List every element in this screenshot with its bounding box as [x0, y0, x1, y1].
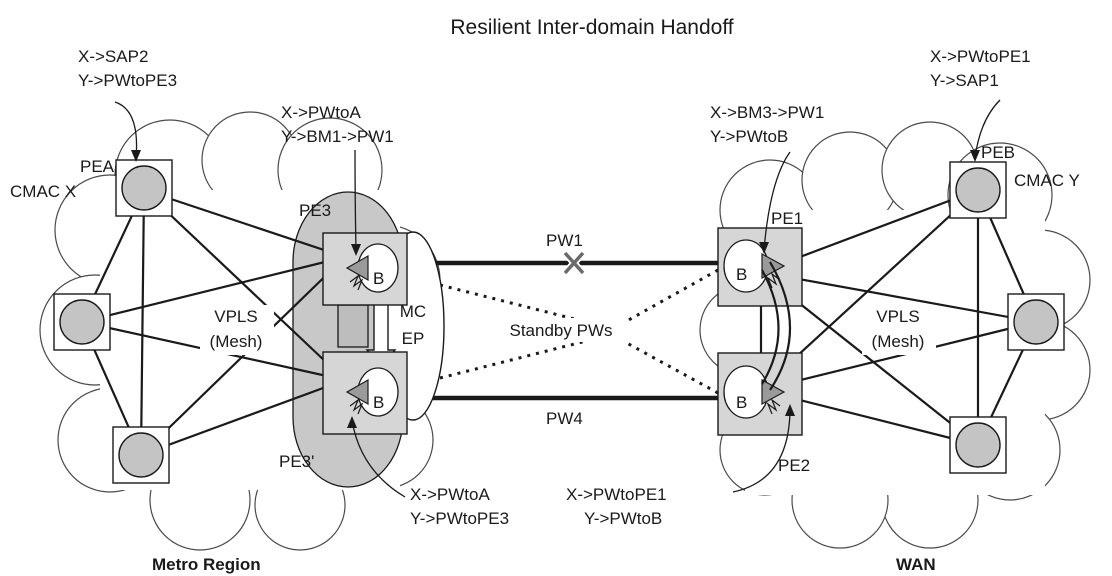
fib-pea-x: X->SAP2: [78, 47, 148, 66]
ce-peb: [949, 161, 1007, 219]
fib-pe1-x: X->BM3->PW1: [710, 103, 824, 122]
ce-left-middle: [53, 293, 111, 351]
metro-vpls-label: VPLS: [214, 307, 257, 326]
pea-label: PEA: [80, 157, 115, 176]
ce-pea: [115, 159, 173, 217]
pe3-b-label: B: [373, 269, 384, 288]
pe2-node: [717, 352, 803, 436]
pe2-b-label: B: [736, 393, 747, 412]
cmac-y-label: CMAC Y: [1014, 171, 1080, 190]
peb-label: PEB: [981, 143, 1015, 162]
fib-pe1-y: Y->PWtoB: [710, 127, 788, 146]
fib-pe3p-x: X->PWtoA: [410, 485, 490, 504]
standby-pw-2: [439, 333, 611, 380]
ce-left-bottom: [112, 426, 170, 484]
pe3-label: PE3: [299, 201, 331, 220]
pe3p-label: PE3': [279, 452, 314, 471]
pe3p-b-label: B: [373, 393, 384, 412]
pe3-pe3p-link: [337, 304, 369, 348]
fib-pea-y: Y->PWtoPE3: [78, 71, 177, 90]
ep-label: EP: [402, 329, 425, 348]
fib-peb-y: Y->SAP1: [930, 71, 999, 90]
metro-mesh-label: (Mesh): [210, 332, 263, 351]
fib-pe3-x: X->PWtoA: [281, 103, 361, 122]
pw1-failure-x-icon: [562, 250, 586, 276]
pe1-node: [717, 227, 803, 307]
ce-right-bottom: [949, 416, 1007, 474]
fib-pe2-x: X->PWtoPE1: [566, 485, 667, 504]
ce-right-middle: [1007, 293, 1065, 351]
diagram-title: Resilient Inter-domain Handoff: [450, 16, 733, 39]
mc-label: MC: [400, 302, 426, 321]
standby-pws-label: Standby PWs: [510, 321, 613, 340]
pe3-node: [322, 232, 408, 306]
wan-region-label: WAN: [896, 555, 936, 574]
fib-pe2-y: Y->PWtoB: [584, 509, 662, 528]
fib-pe3-y: Y->BM1->PW1: [281, 127, 394, 146]
cmac-x-label: CMAC X: [10, 182, 76, 201]
annotation-arrows: [114, 99, 1001, 498]
fib-peb-x: X->PWtoPE1: [930, 47, 1031, 66]
wan-arc-2: [761, 269, 780, 385]
pw1-label: PW1: [546, 231, 583, 250]
wan-arc-1: [769, 261, 792, 391]
pe2-label: PE2: [778, 456, 810, 475]
wan-vpls-label: VPLS: [876, 307, 919, 326]
metro-region-label: Metro Region: [152, 555, 261, 574]
pe3p-node: [322, 351, 408, 435]
pw4-label: PW4: [546, 409, 583, 428]
fib-pe3p-y: Y->PWtoPE3: [410, 509, 509, 528]
pe1-label: PE1: [771, 209, 803, 228]
pe1-b-label: B: [736, 265, 747, 284]
wan-mesh-label: (Mesh): [872, 332, 925, 351]
